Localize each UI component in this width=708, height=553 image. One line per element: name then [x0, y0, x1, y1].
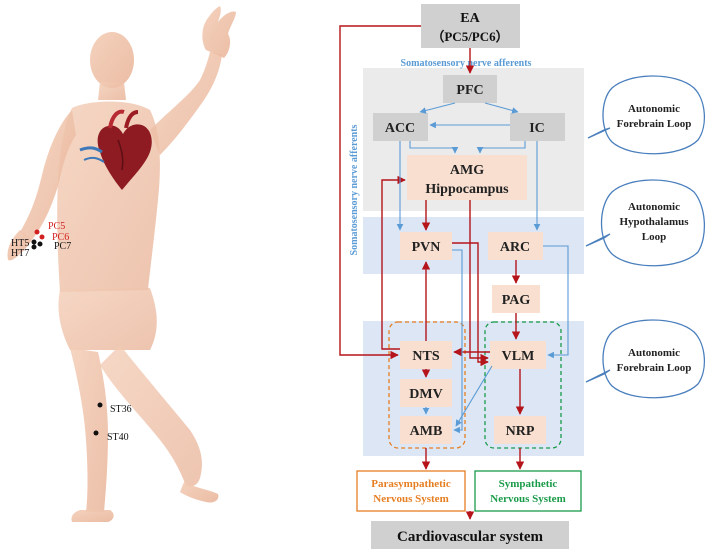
red-arrows — [339, 25, 525, 520]
parasympathetic-group — [388, 321, 466, 449]
arc-label: ARC — [500, 240, 530, 255]
pc7-label: PC7 — [54, 241, 71, 252]
sympathetic-label-2: Nervous System — [490, 493, 565, 505]
dmv-box — [400, 379, 452, 407]
st40-label: ST40 — [107, 432, 129, 443]
ic-label: IC — [529, 121, 545, 136]
acupoint-markers: PC5 PC6 HT5 PC7 HT7 ST36 ST40 — [11, 221, 132, 443]
nts-box — [400, 341, 452, 369]
pfc-label: PFC — [456, 83, 483, 98]
afferent-side-label: Somatosensory nerve afferents — [349, 124, 360, 255]
pc6-label: PC6 — [52, 232, 69, 243]
ht7-label: HT7 — [11, 248, 29, 259]
nrp-box — [494, 416, 546, 444]
sympathetic-label-1: Sympathetic — [499, 478, 558, 490]
pfc-box — [443, 75, 497, 103]
pc7-dot — [37, 241, 43, 247]
loop-forebrain-top-line1: Autonomic — [628, 103, 680, 115]
loop-bubble-forebrain-bottom: Autonomic Forebrain Loop — [585, 319, 705, 399]
pag-label: PAG — [502, 293, 531, 308]
afferent-top-label: Somatosensory nerve afferents — [401, 58, 532, 69]
ht7-dot — [31, 244, 37, 250]
amb-label: AMB — [410, 424, 443, 439]
parasympathetic-label-1: Parasympathetic — [371, 478, 451, 490]
ea-sub-label: （PC5/PC6） — [431, 29, 508, 44]
amg-box — [407, 155, 527, 200]
nts-label: NTS — [412, 349, 439, 364]
pc5-dot — [34, 229, 40, 235]
ea-label: EA — [460, 11, 480, 26]
sympathetic-group — [484, 321, 562, 449]
parasympathetic-label-2: Nervous System — [373, 493, 448, 505]
parasympathetic-box — [356, 470, 466, 512]
loop-forebrain-bottom-line2: Forebrain Loop — [617, 362, 692, 374]
blue-arrows — [396, 102, 569, 434]
st36-dot — [97, 402, 103, 408]
dmv-label: DMV — [409, 387, 442, 402]
vlm-box — [490, 341, 546, 369]
loop-bubble-hypothalamus: Autonomic Hypothalamus Loop — [585, 179, 706, 267]
brainstem-panel — [363, 321, 584, 456]
pag-box — [492, 285, 540, 313]
vlm-label: VLM — [502, 349, 535, 364]
sympathetic-box — [474, 470, 582, 512]
cardiovascular-box — [371, 521, 569, 549]
ea-box — [421, 4, 520, 48]
pc5-label: PC5 — [48, 221, 65, 232]
pc6-dot — [39, 234, 45, 240]
ht5-dot — [31, 239, 37, 245]
ht5-label: HT5 — [11, 238, 29, 249]
st36-label: ST36 — [110, 404, 132, 415]
arc-box — [488, 232, 543, 260]
st40-dot — [93, 430, 99, 436]
acc-label: ACC — [385, 121, 415, 136]
hippocampus-label: Hippocampus — [425, 182, 509, 197]
loop-hypothalamus-line3: Loop — [642, 231, 666, 243]
cardiovascular-label: Cardiovascular system — [397, 529, 543, 545]
loop-hypothalamus-line2: Hypothalamus — [619, 216, 689, 228]
pvn-label: PVN — [412, 240, 441, 255]
nrp-label: NRP — [506, 424, 535, 439]
acc-box — [373, 113, 428, 141]
pvn-box — [400, 232, 452, 260]
loop-hypothalamus-line1: Autonomic — [628, 201, 680, 213]
loop-bubble-forebrain-top: Autonomic Forebrain Loop — [587, 75, 705, 155]
human-figure — [7, 6, 236, 522]
amb-box — [400, 416, 452, 444]
amg-label: AMG — [450, 163, 484, 178]
loop-forebrain-top-line2: Forebrain Loop — [617, 118, 692, 130]
heart-icon — [79, 109, 152, 190]
loop-forebrain-bottom-line1: Autonomic — [628, 347, 680, 359]
ic-box — [510, 113, 565, 141]
